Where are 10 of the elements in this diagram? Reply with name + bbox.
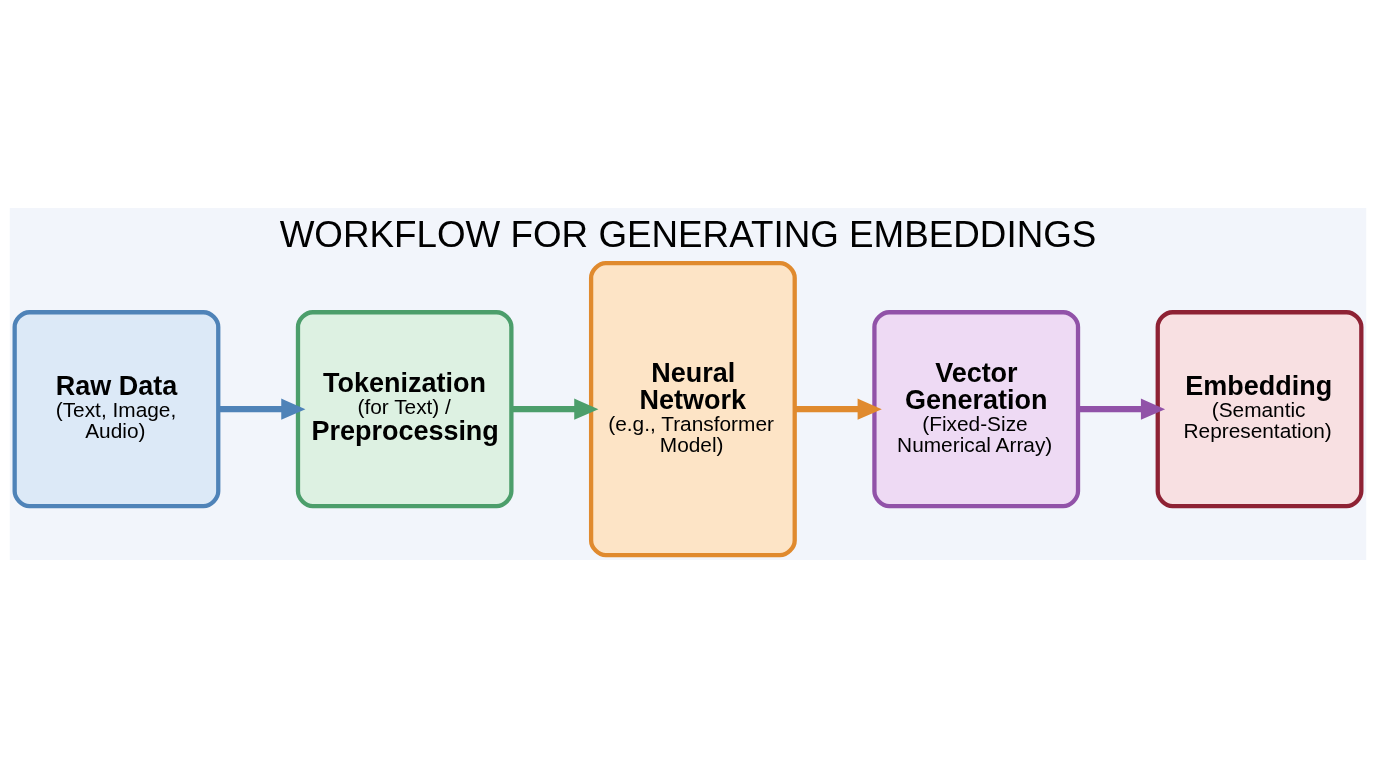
node-box: Embedding (Semantic Representation) xyxy=(1155,310,1364,509)
arrow xyxy=(794,398,882,420)
node-box: Neural Network (e.g., Transformer Model) xyxy=(588,261,797,558)
arrow xyxy=(218,398,306,420)
node-box: Tokenization (for Text) / Preprocessing xyxy=(295,310,514,509)
arrow xyxy=(1078,398,1166,420)
node-box: Raw Data (Text, Image, Audio) xyxy=(12,310,221,509)
arrow xyxy=(511,398,599,420)
diagram-title: WORKFLOW FOR GENERATING EMBEDDINGS xyxy=(279,214,1097,256)
node-box: Vector Generation (Fixed-Size Numerical Array) xyxy=(872,310,1081,509)
